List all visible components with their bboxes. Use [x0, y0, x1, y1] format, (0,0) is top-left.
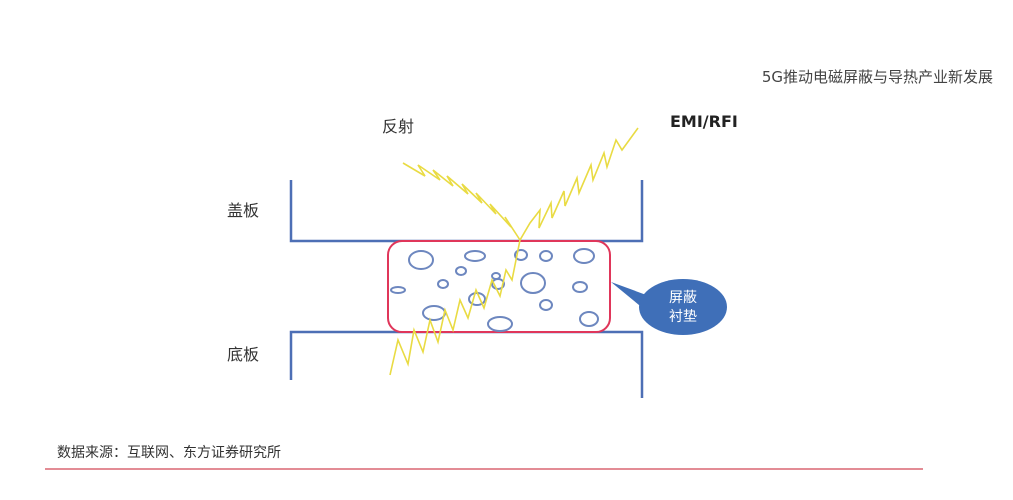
report-header-title: 5G推动电磁屏蔽与导热产业新发展 [761, 68, 993, 86]
bubble [573, 248, 595, 264]
bubble [539, 250, 553, 262]
bubble [390, 286, 406, 294]
bubble [455, 266, 467, 276]
bubble [437, 279, 449, 289]
reflected-wave [402, 162, 521, 241]
gasket-callout: 屏蔽 衬垫 [611, 279, 727, 335]
base-plate [289, 330, 644, 398]
bubble [487, 316, 513, 332]
transmitted-wave [389, 239, 521, 376]
base-plate-label: 底板 [227, 345, 259, 364]
callout-bubble [639, 279, 727, 335]
bubble [579, 311, 599, 327]
bubble [408, 250, 434, 270]
gasket-label-line1: 屏蔽 [669, 290, 697, 306]
bubble [514, 249, 528, 261]
gasket-label-line2: 衬垫 [669, 309, 697, 325]
emi-wave [519, 127, 639, 241]
bubble [520, 272, 546, 294]
shielding-gasket [387, 240, 611, 333]
bubble [539, 299, 553, 311]
emi-rfi-label: EMI/RFI [670, 112, 738, 131]
footer-divider [45, 468, 923, 470]
source-note: 数据来源：互联网、东方证券研究所 [57, 445, 281, 461]
reflection-label: 反射 [382, 117, 414, 136]
bubble [464, 250, 486, 262]
bubble [491, 278, 505, 290]
bubble [572, 281, 588, 293]
cover-plate-label: 盖板 [227, 201, 259, 220]
